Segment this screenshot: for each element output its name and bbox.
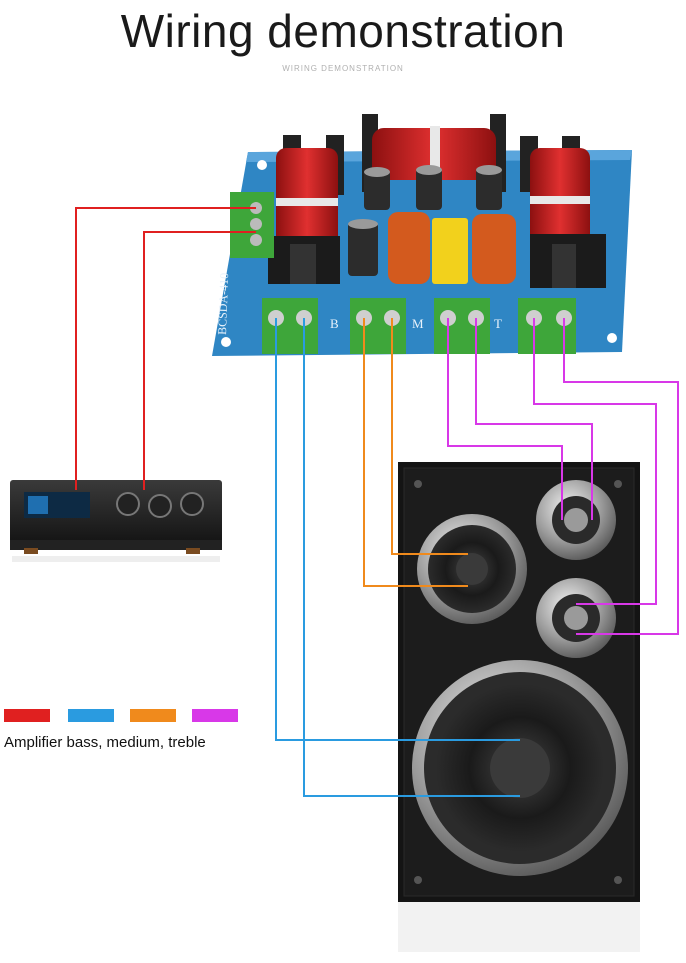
wires: [75, 207, 679, 797]
legend-swatch-treble: [192, 709, 238, 722]
bass-output-terminal: [262, 298, 318, 354]
mid-output-terminal: [350, 298, 406, 354]
terminal-label-m: M: [412, 316, 424, 331]
terminal-label-b: B: [330, 316, 339, 331]
speaker-cabinet: [398, 462, 640, 952]
film-capacitors: [388, 212, 516, 284]
woofer: [412, 660, 628, 876]
medium-wire-2: [391, 318, 468, 555]
medium-wire-1: [363, 318, 468, 587]
amplifier-input-terminal: [230, 192, 274, 258]
amplifier-wire-1: [75, 207, 256, 490]
amplifier-unit: [10, 480, 222, 562]
tweeter-top: [536, 480, 616, 560]
legend-swatch-amplifier: [4, 709, 50, 722]
page-subtitle: WIRING DEMONSTRATION: [282, 64, 404, 73]
treble-output-terminal-1: [434, 298, 490, 354]
bass-wire-1: [275, 318, 520, 741]
mid-driver: [417, 514, 527, 624]
treble-wire-2: [475, 318, 593, 520]
treble-output-terminal-2: [518, 298, 576, 354]
crossover-board: BCSDA-410: [212, 114, 632, 356]
left-inductor-coil: [268, 135, 344, 284]
amplifier-wire-2: [143, 231, 256, 490]
legend-swatch-medium: [130, 709, 176, 722]
page-title: Wiring demonstration: [120, 5, 566, 57]
bass-wire-2: [303, 318, 520, 797]
right-inductor-coil: [520, 136, 606, 288]
legend-swatch-bass: [68, 709, 114, 722]
tweeter-bottom: [536, 578, 616, 658]
board-model-label: BCSDA-410: [215, 273, 231, 335]
treble-wire-1: [447, 318, 563, 520]
electrolytic-capacitors: [348, 165, 502, 276]
terminal-label-t: T: [494, 316, 502, 331]
legend-label: Amplifier bass, medium, treble: [4, 734, 206, 751]
treble-wire-4: [563, 318, 679, 635]
treble-wire-3: [533, 318, 657, 605]
